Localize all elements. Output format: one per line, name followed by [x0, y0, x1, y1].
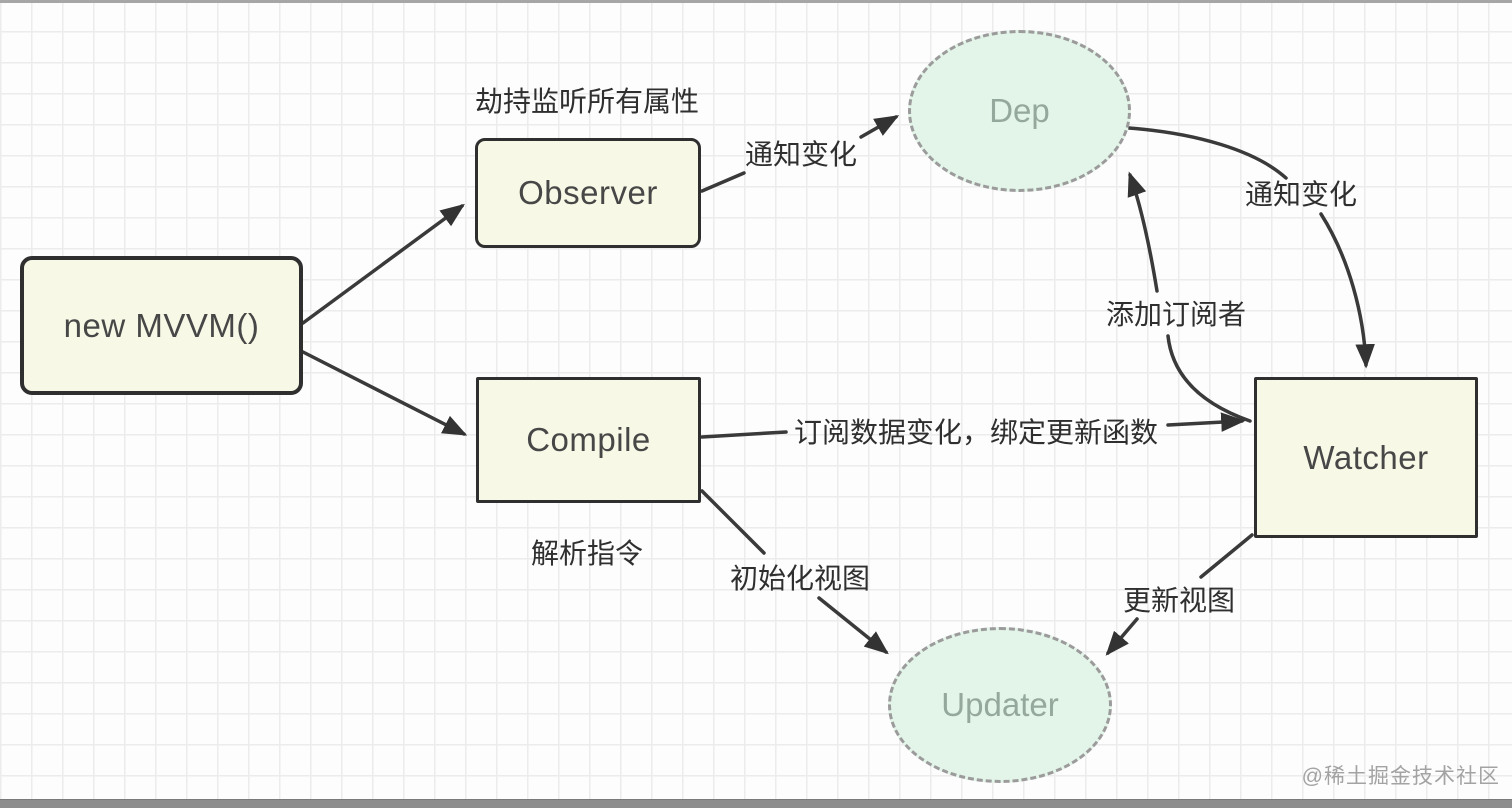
label-parse-directives: 解析指令 — [530, 538, 644, 569]
node-updater-label: Updater — [941, 686, 1059, 723]
top-border-bar — [0, 0, 1512, 3]
edge-observer-dep-seg2 — [859, 115, 900, 139]
edge-compile-updater-seg1 — [700, 489, 766, 555]
edge-watcher-updater-seg1 — [1199, 533, 1254, 579]
edge-observer-dep-seg1 — [700, 171, 746, 193]
node-new-mvvm: new MVVM() — [20, 256, 303, 395]
node-observer: Observer — [475, 138, 701, 248]
edge-dep-watcher-seg2 — [1319, 212, 1375, 369]
edge-watcher-dep-seg1 — [1166, 334, 1252, 423]
edge-compile-updater-seg2 — [817, 596, 889, 655]
node-compile-label: Compile — [526, 421, 651, 458]
edge-dep-watcher-seg1 — [1127, 126, 1288, 180]
juejin-watermark: @稀土掘金技术社区 — [1301, 765, 1500, 788]
bottom-border-bar — [0, 799, 1512, 808]
edge-mvvm-observer — [301, 203, 465, 325]
node-dep: Dep — [908, 30, 1131, 192]
label-init-view: 初始化视图 — [729, 563, 871, 594]
edge-compile-watcher-seg2 — [1166, 412, 1246, 432]
node-observer-label: Observer — [518, 174, 658, 211]
label-add-subscriber: 添加订阅者 — [1105, 299, 1247, 330]
edge-mvvm-compile — [301, 350, 468, 436]
edge-watcher-updater-seg2 — [1105, 617, 1139, 656]
label-notify-change-observer-dep: 通知变化 — [744, 139, 858, 170]
node-compile: Compile — [476, 377, 701, 503]
node-watcher: Watcher — [1254, 377, 1478, 538]
label-update-view: 更新视图 — [1122, 585, 1236, 616]
node-watcher-label: Watcher — [1303, 438, 1429, 476]
label-hijack-listen-all-properties: 劫持监听所有属性 — [474, 86, 700, 117]
label-notify-change-dep-watcher: 通知变化 — [1244, 179, 1358, 210]
node-new-mvvm-label: new MVVM() — [63, 306, 260, 344]
edge-watcher-dep-seg2 — [1127, 171, 1159, 293]
node-updater: Updater — [888, 627, 1112, 783]
node-dep-label: Dep — [989, 92, 1050, 129]
label-subscribe-data-change-bind-update: 订阅数据变化，绑定更新函数 — [793, 417, 1159, 448]
edge-compile-watcher-seg1 — [700, 430, 788, 439]
